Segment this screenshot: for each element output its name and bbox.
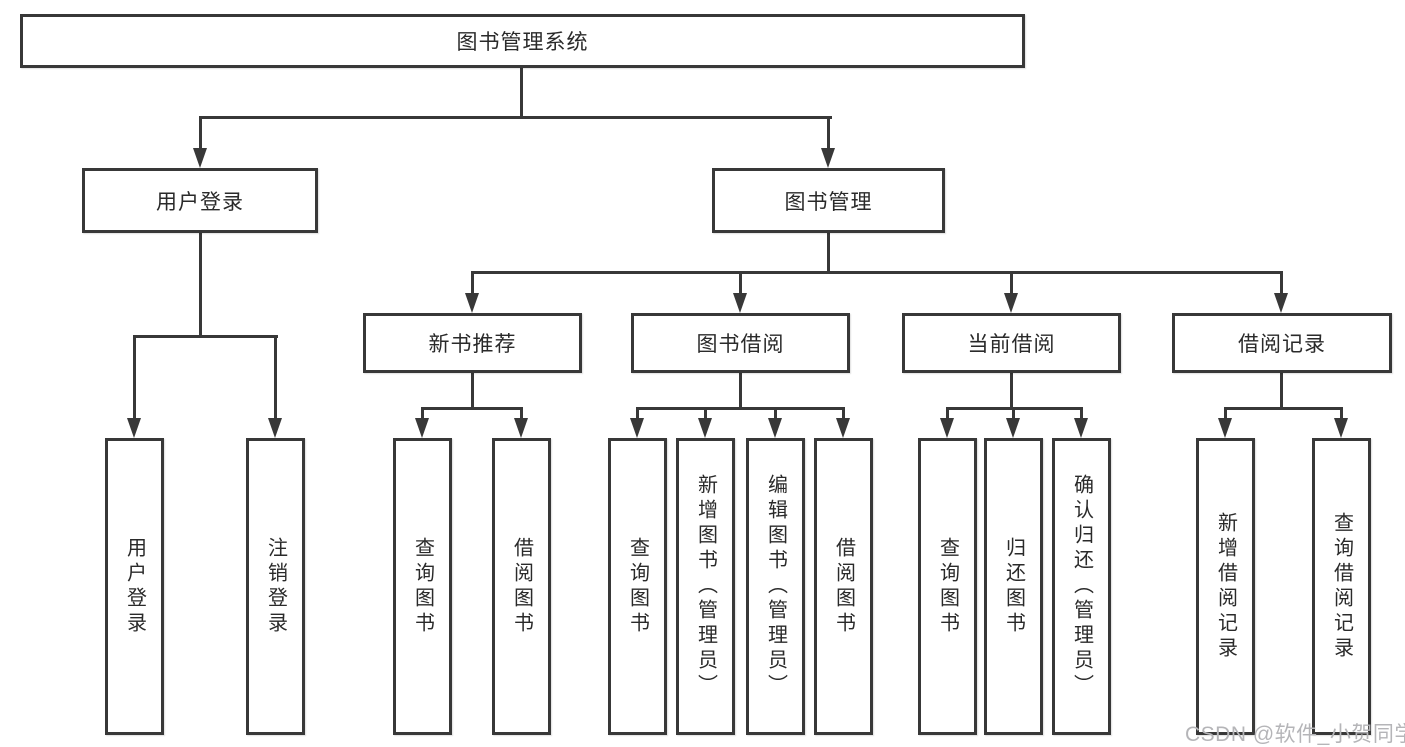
- arrowhead-down-icon: [415, 418, 429, 438]
- arrowhead-down-icon: [465, 293, 479, 313]
- leaf-edit-books-admin: 编辑图书（管理员）: [746, 438, 805, 735]
- arrowhead-down-icon: [733, 293, 747, 313]
- connector-vline: [826, 233, 830, 273]
- node-book-management: 图书管理: [712, 168, 945, 233]
- connector-vline: [470, 270, 474, 297]
- connector-vline: [198, 115, 202, 152]
- arrowhead-down-icon: [821, 148, 835, 168]
- leaf-label: 用户登录: [123, 536, 146, 637]
- connector-hline: [420, 406, 523, 410]
- leaf-label: 查询图书: [626, 536, 649, 637]
- node-label: 图书管理系统: [456, 31, 589, 54]
- leaf-user-login: 用户登录: [105, 438, 164, 735]
- connector-vline: [773, 406, 777, 423]
- connector-vline: [519, 406, 523, 423]
- connector-hline: [198, 115, 832, 119]
- arrowhead-down-icon: [768, 418, 782, 438]
- connector-hline: [635, 406, 845, 410]
- leaf-label: 查询图书: [936, 536, 959, 637]
- connector-vline: [738, 270, 742, 297]
- connector-vline: [635, 406, 639, 423]
- connector-vline: [1279, 373, 1283, 409]
- arrowhead-down-icon: [1004, 293, 1018, 313]
- node-borrowing-records: 借阅记录: [1172, 313, 1392, 373]
- connector-vline: [198, 233, 202, 336]
- leaf-label: 确认归还（管理员）: [1070, 474, 1093, 699]
- node-current-borrowing: 当前借阅: [902, 313, 1121, 373]
- connector-vline: [1223, 406, 1227, 423]
- connector-vline: [519, 68, 523, 117]
- connector-vline: [1009, 373, 1013, 409]
- node-label: 用户登录: [156, 190, 244, 214]
- leaf-label: 注销登录: [264, 536, 287, 637]
- leaf-borrow-books: 借阅图书: [814, 438, 873, 735]
- arrowhead-down-icon: [836, 418, 850, 438]
- connector-vline: [1011, 406, 1015, 423]
- node-label: 新书推荐: [428, 333, 517, 356]
- leaf-label: 新增借阅记录: [1214, 511, 1237, 662]
- connector-hline: [132, 334, 278, 338]
- leaf-return-books: 归还图书: [984, 438, 1043, 735]
- leaf-query-books: 查询图书: [393, 438, 452, 735]
- arrowhead-down-icon: [630, 418, 644, 438]
- arrowhead-down-icon: [127, 418, 141, 438]
- csdn-watermark: CSDN @软件_小贺同学: [1185, 723, 1405, 746]
- connector-vline: [1009, 270, 1013, 297]
- connector-hline: [470, 270, 1283, 274]
- leaf-label: 新增图书（管理员）: [694, 474, 717, 699]
- leaf-label: 归还图书: [1002, 536, 1025, 637]
- connector-vline: [1339, 406, 1343, 423]
- node-label: 图书借阅: [696, 333, 785, 356]
- arrowhead-down-icon: [193, 148, 207, 168]
- leaf-label: 编辑图书（管理员）: [764, 474, 787, 699]
- leaf-confirm-return-admin: 确认归还（管理员）: [1052, 438, 1111, 735]
- node-label: 借阅记录: [1238, 333, 1326, 356]
- leaf-add-borrow-record: 新增借阅记录: [1196, 438, 1255, 735]
- arrowhead-down-icon: [1218, 418, 1232, 438]
- leaf-label: 借阅图书: [832, 536, 855, 637]
- node-label: 图书管理: [784, 190, 873, 214]
- arrowhead-down-icon: [698, 418, 712, 438]
- node-new-book-recommend: 新书推荐: [363, 313, 582, 373]
- leaf-query-books: 查询图书: [918, 438, 977, 735]
- leaf-label: 查询图书: [411, 536, 434, 637]
- connector-vline: [1279, 270, 1283, 297]
- arrowhead-down-icon: [1274, 293, 1288, 313]
- leaf-query-borrow-record: 查询借阅记录: [1312, 438, 1371, 735]
- node-label: 当前借阅: [967, 333, 1056, 356]
- leaf-query-books: 查询图书: [608, 438, 667, 735]
- node-library-system: 图书管理系统: [20, 14, 1025, 68]
- leaf-borrow-books: 借阅图书: [492, 438, 551, 735]
- arrowhead-down-icon: [1074, 418, 1088, 438]
- arrowhead-down-icon: [940, 418, 954, 438]
- arrowhead-down-icon: [1334, 418, 1348, 438]
- connector-vline: [841, 406, 845, 423]
- leaf-add-books-admin: 新增图书（管理员）: [676, 438, 735, 735]
- node-book-borrowing: 图书借阅: [631, 313, 850, 373]
- arrowhead-down-icon: [1006, 418, 1020, 438]
- connector-vline: [132, 334, 136, 422]
- arrowhead-down-icon: [268, 418, 282, 438]
- connector-hline: [1223, 406, 1343, 410]
- connector-vline: [1079, 406, 1083, 423]
- connector-vline: [703, 406, 707, 423]
- connector-vline: [273, 334, 277, 422]
- arrowhead-down-icon: [514, 418, 528, 438]
- leaf-logout: 注销登录: [246, 438, 305, 735]
- connector-vline: [945, 406, 949, 423]
- connector-vline: [826, 115, 830, 152]
- leaf-label: 借阅图书: [510, 536, 533, 637]
- connector-vline: [738, 373, 742, 409]
- connector-vline: [470, 373, 474, 409]
- node-user-login: 用户登录: [82, 168, 318, 233]
- connector-vline: [420, 406, 424, 423]
- leaf-label: 查询借阅记录: [1330, 511, 1353, 662]
